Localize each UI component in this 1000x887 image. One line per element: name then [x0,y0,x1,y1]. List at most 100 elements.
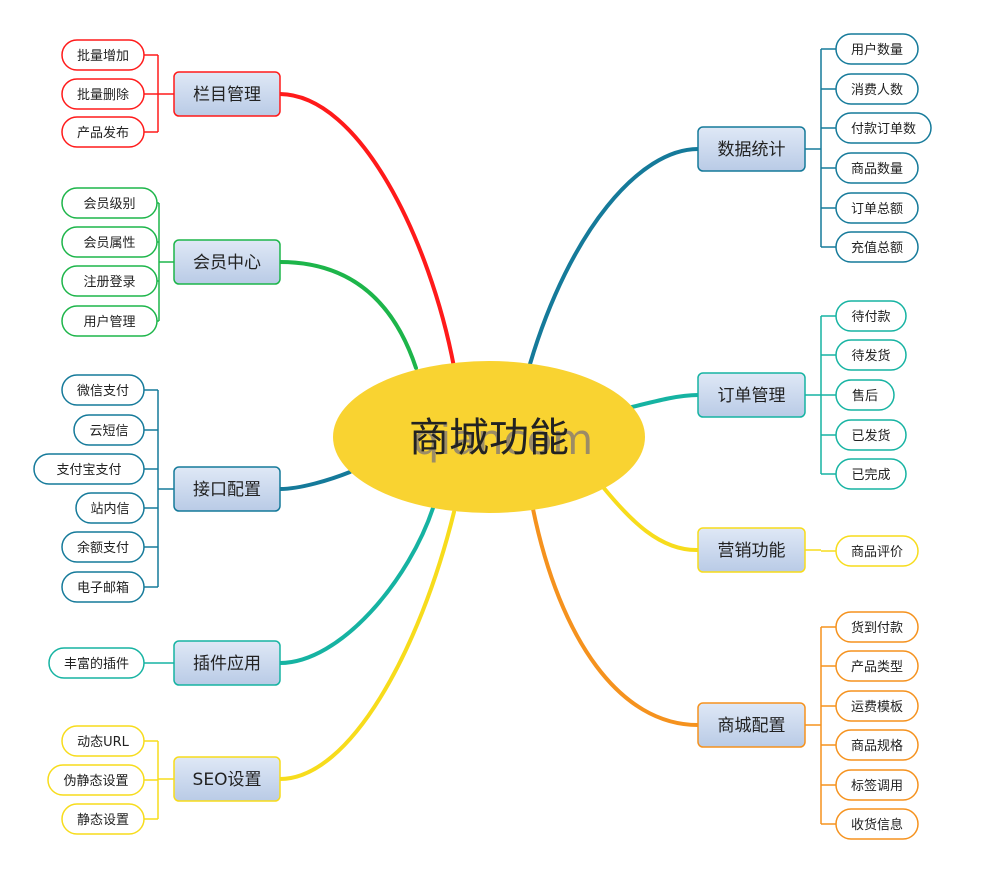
leaf-node: 收货信息 [835,808,919,840]
leaf-pill [33,453,145,485]
leaf-label: 会员属性 [83,236,135,251]
leaf-pill [835,808,919,840]
topic-label: 会员中心 [193,253,261,273]
leaf-label: 货到付款 [851,620,903,636]
leaf-pill [75,492,145,524]
leaf-node: 会员属性 [61,226,158,258]
leaf-node: 商品数量 [835,152,919,184]
leaf-node: 丰富的插件 [48,647,145,679]
leaf-label: 微信支付 [77,384,129,399]
leaf-pill [61,803,145,835]
leaf-pill [61,571,145,603]
leaf-label: 消费人数 [851,83,903,98]
leaf-node: 会员级别 [61,187,158,219]
leaf-node: 待发货 [835,339,907,371]
branch-7-connector [601,485,700,553]
topic-label: 接口配置 [193,480,261,500]
leaf-label: 会员级别 [83,197,135,212]
topic-box [697,372,806,418]
leaf-node: 余额支付 [61,531,145,563]
topic-box [697,702,806,748]
leaf-pill [835,73,919,105]
topic-box [173,756,281,802]
topic-label: 订单管理 [718,386,786,406]
leaf-pill [835,729,919,761]
leaf-label: 伪静态设置 [63,774,128,789]
topic-label: 栏目管理 [193,85,261,105]
branch-5-connector [528,147,700,366]
leaf-pill [835,33,919,65]
branch-2-connector [278,470,352,491]
leaf-label: 商品规格 [851,738,903,754]
leaf-label: 电子邮箱 [77,580,129,596]
leaf-node: 云短信 [73,414,145,446]
leaf-label: 动态URL [77,735,130,750]
topic-node: 数据统计 [697,126,806,172]
leaf-pill [835,535,919,567]
leaf-label: 标签调用 [851,778,903,794]
branch-4-connector [278,510,456,781]
leaf-label: 商品评价 [851,545,903,560]
leaf-pill [835,690,919,722]
leaf-label: 批量增加 [77,49,129,64]
leaf-node: 注册登录 [61,265,158,297]
leaf-node: 批量删除 [61,78,145,110]
leaf-label: 丰富的插件 [64,656,129,672]
leaf-pill [61,374,145,406]
leaf-node: 电子邮箱 [61,571,145,603]
leaf-pill [835,379,895,411]
leaf-label: 待付款 [851,310,890,325]
branch-8-connector [531,507,700,727]
leaf-label: 已发货 [851,428,890,444]
leaf-label: 待发货 [851,348,890,364]
watermark: qiancom [413,415,593,464]
topic-label: 商城配置 [718,716,786,736]
leaf-label: 云短信 [89,424,128,439]
leaf-node: 商品规格 [835,729,919,761]
leaf-label: 支付宝支付 [56,463,121,478]
leaf-node: 商品评价 [835,535,919,567]
central-title: 商城功能 [409,415,569,461]
leaf-label: 批量删除 [77,88,129,103]
topic-label: SEO设置 [193,770,262,790]
leaf-pill [61,187,158,219]
leaf-node: 已完成 [835,458,907,490]
leaf-label: 用户数量 [851,42,903,58]
leaf-node: 动态URL [61,725,145,757]
branch-curves [278,92,700,781]
topic-label: 数据统计 [718,140,786,160]
leaf-connectors [144,48,836,825]
topic-box [697,126,806,172]
leaf-pill [48,647,145,679]
leaf-node: 售后 [835,379,895,411]
leaf-label: 运费模板 [851,700,903,715]
topic-node: 商城配置 [697,702,806,748]
leaf-node: 微信支付 [61,374,145,406]
leaf-node: 产品类型 [835,650,919,682]
topic-box [173,466,281,512]
leaf-node: 用户管理 [61,305,158,337]
leaf-node: 用户数量 [835,33,919,65]
topic-node: 接口配置 [173,466,281,512]
branch-6-connector [630,393,700,409]
leaf-pill [61,265,158,297]
branch-1-connector [278,260,418,370]
leaf-pill [47,764,145,796]
leaf-pill [835,339,907,371]
leaf-node: 待付款 [835,300,907,332]
topic-node: 订单管理 [697,372,806,418]
central-ellipse [333,361,645,513]
topic-node: 栏目管理 [173,71,281,117]
topic-box [173,239,281,285]
branch-3-connector [278,503,436,665]
leaf-pill [835,231,919,263]
leaf-label: 订单总额 [851,202,903,217]
leaf-node: 订单总额 [835,192,919,224]
leaf-pill [61,305,158,337]
leaf-pill [835,769,919,801]
leaf-label: 产品发布 [77,125,129,141]
leaf-label: 充值总额 [851,240,903,256]
leaf-pill [61,725,145,757]
leaf-label: 售后 [852,388,878,404]
